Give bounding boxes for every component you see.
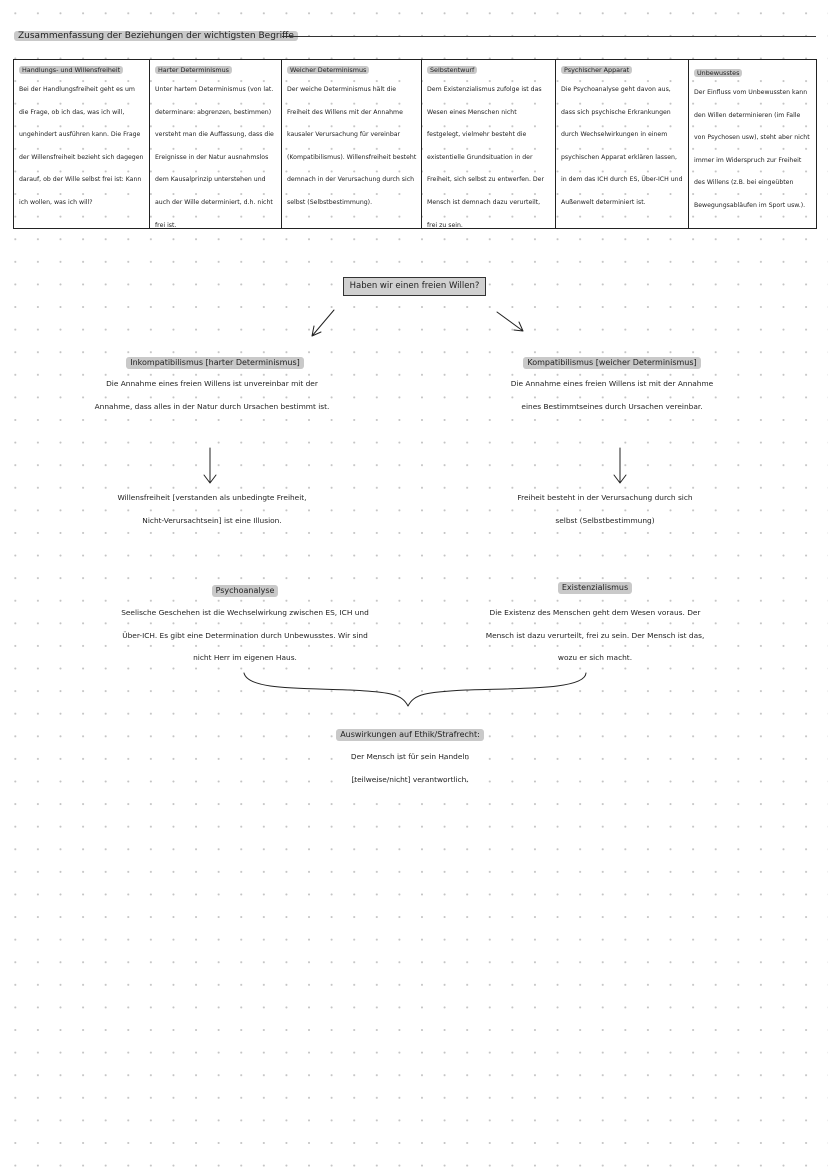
incompatibilism-heading: Inkompatibilismus [harter Determinismus] bbox=[100, 357, 330, 369]
summary-table: Handlungs- und Willensfreiheit Bei der H… bbox=[13, 59, 817, 229]
column-text: Der weiche Determinismus hält die Freihe… bbox=[287, 86, 417, 206]
column-text: Unter hartem Determinismus (von lat. det… bbox=[155, 86, 274, 228]
compatibilism-conclusion: Freiheit besteht in der Verursachung dur… bbox=[517, 493, 693, 525]
summary-column-psychischer-apparat: Psychischer Apparat Die Psychoanalyse ge… bbox=[556, 60, 689, 228]
incompatibilism-heading-text: Inkompatibilismus [harter Determinismus] bbox=[126, 357, 304, 369]
title-rule bbox=[282, 36, 816, 37]
column-heading: Unbewusstes bbox=[694, 69, 743, 77]
column-heading: Psychischer Apparat bbox=[561, 66, 633, 74]
summary-column-weicher-determinismus: Weicher Determinismus Der weiche Determi… bbox=[282, 60, 422, 228]
psychoanalysis-text: Seelische Geschehen ist die Wechselwirku… bbox=[121, 608, 369, 663]
existentialism-heading-text: Existenzialismus bbox=[557, 582, 633, 594]
column-text: Der Einfluss vom Unbewussten kann den Wi… bbox=[694, 89, 810, 209]
compatibilism-heading: Kompatibilismus [weicher Determinismus] bbox=[492, 357, 732, 369]
column-text: Bei der Handlungsfreiheit geht es um die… bbox=[19, 86, 144, 206]
curly-brace bbox=[243, 672, 587, 707]
compatibilism-heading-text: Kompatibilismus [weicher Determinismus] bbox=[523, 357, 701, 369]
psychoanalysis-heading: Psychoanalyse bbox=[130, 585, 360, 597]
arrow-to-incompatibilism-conclusion bbox=[203, 447, 217, 484]
column-text: Die Psychoanalyse geht davon aus, dass s… bbox=[561, 86, 683, 206]
existentialism-text: Die Existenz des Menschen geht dem Wesen… bbox=[485, 608, 705, 663]
column-heading: Harter Determinismus bbox=[155, 66, 233, 74]
consequences-heading: Auswirkungen auf Ethik/Strafrecht: bbox=[300, 729, 520, 741]
existentialism-heading: Existenzialismus bbox=[480, 582, 710, 594]
column-text: Dem Existenzialismus zufolge ist das Wes… bbox=[427, 86, 545, 228]
summary-column-selbstentwurf: Selbstentwurf Dem Existenzialismus zufol… bbox=[422, 60, 556, 228]
summary-column-handlungsfreiheit: Handlungs- und Willensfreiheit Bei der H… bbox=[14, 60, 150, 228]
compatibilism-statement: Die Annahme eines freien Willens ist mit… bbox=[510, 379, 714, 411]
arrow-to-incompatibilism bbox=[311, 309, 335, 337]
column-heading: Selbstentwurf bbox=[427, 66, 478, 74]
summary-column-unbewusstes: Unbewusstes Der Einfluss vom Unbewussten… bbox=[689, 60, 816, 228]
arrow-to-compatibilism-conclusion bbox=[613, 447, 627, 484]
incompatibilism-conclusion: Willensfreiheit [verstanden als unbeding… bbox=[117, 493, 307, 525]
column-heading: Weicher Determinismus bbox=[287, 66, 370, 74]
consequences-heading-text: Auswirkungen auf Ethik/Strafrecht: bbox=[336, 729, 484, 741]
incompatibilism-statement: Die Annahme eines freien Willens ist unv… bbox=[94, 379, 330, 411]
page-title-text: Zusammenfassung der Beziehungen der wich… bbox=[14, 31, 298, 41]
arrow-to-compatibilism bbox=[496, 311, 524, 332]
summary-column-harter-determinismus: Harter Determinismus Unter hartem Determ… bbox=[150, 60, 282, 228]
page-title: Zusammenfassung der Beziehungen der wich… bbox=[14, 30, 298, 42]
psychoanalysis-heading-text: Psychoanalyse bbox=[211, 585, 279, 597]
column-heading: Handlungs- und Willensfreiheit bbox=[19, 66, 124, 74]
central-question: Haben wir einen freien Willen? bbox=[343, 277, 486, 296]
consequences-text: Der Mensch ist für sein Handeln [teilwei… bbox=[350, 752, 470, 784]
